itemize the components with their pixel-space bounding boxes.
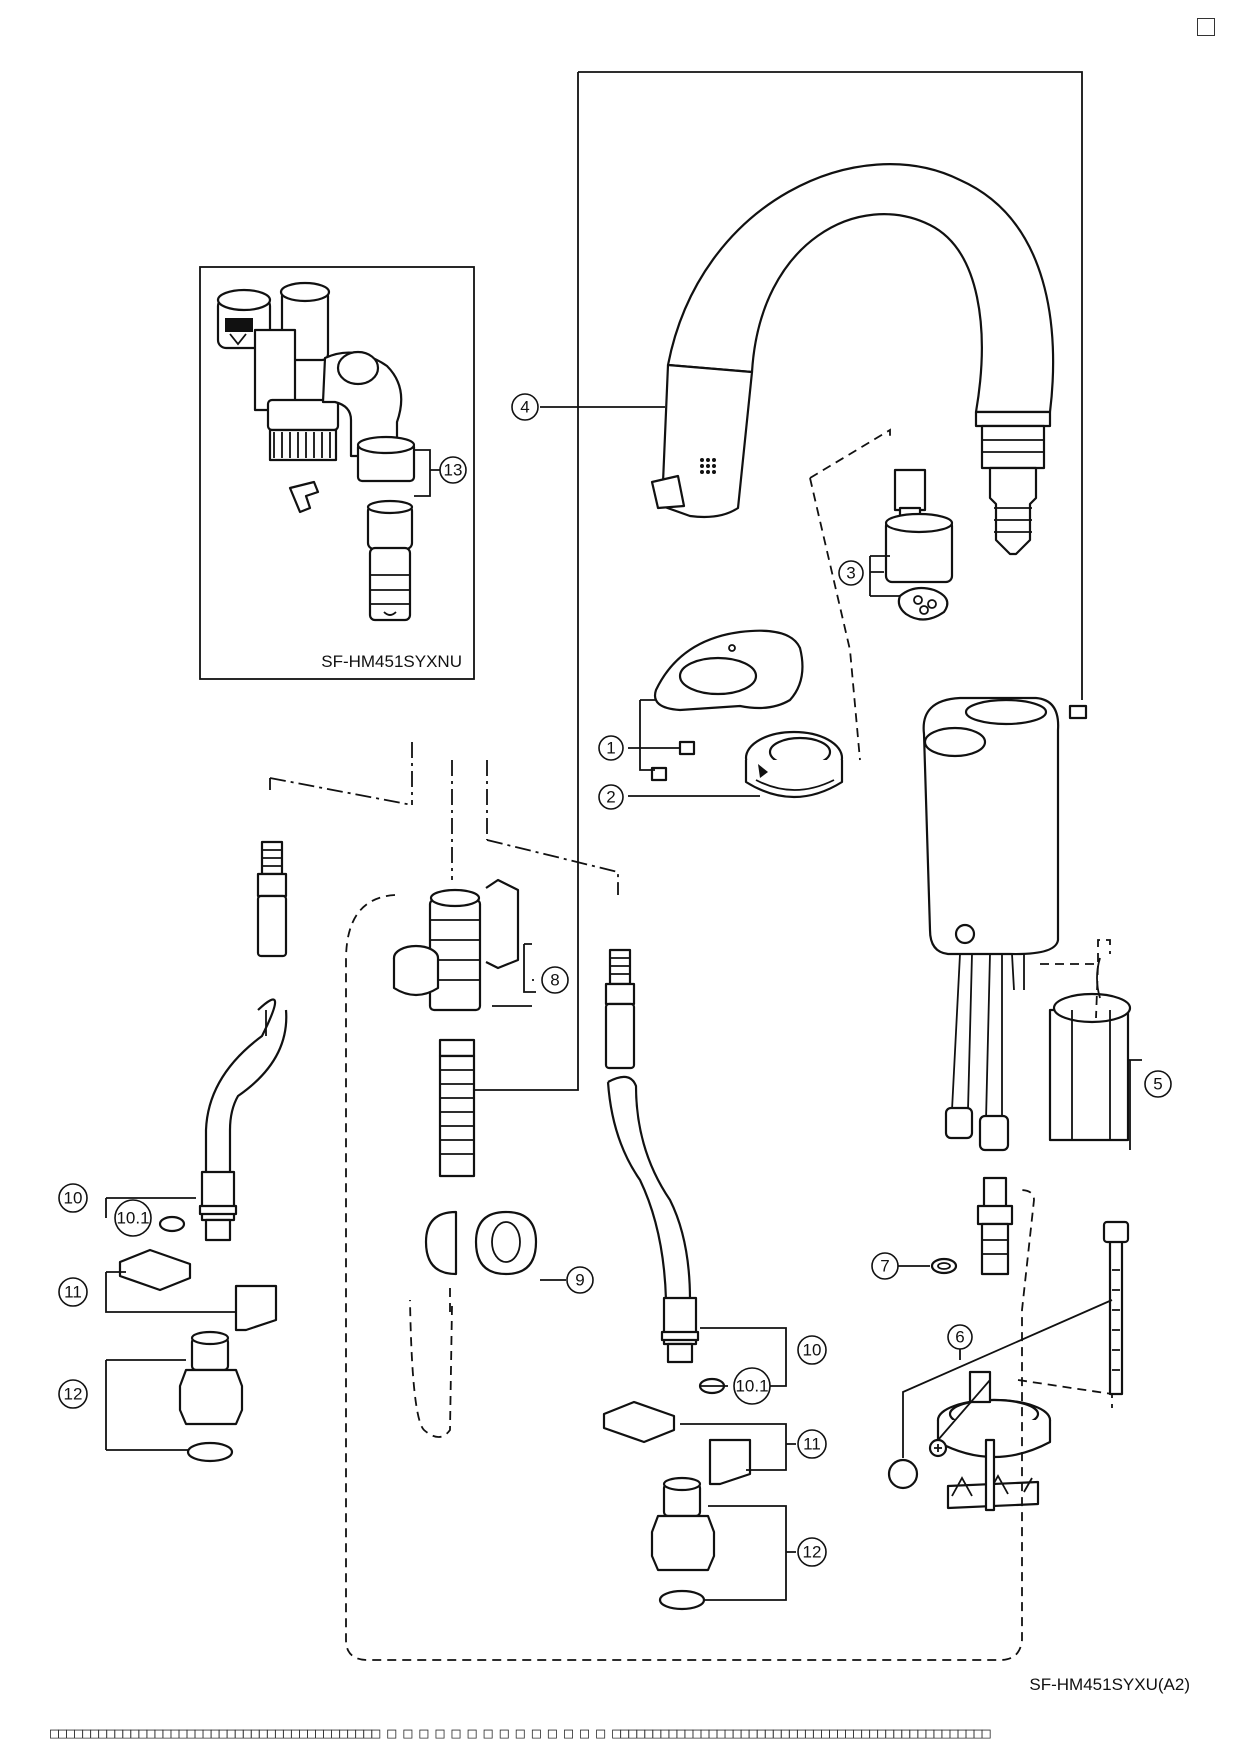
svg-text:12: 12: [64, 1385, 83, 1404]
svg-text:11: 11: [64, 1283, 82, 1302]
svg-text:1: 1: [606, 739, 615, 758]
callout-7: 7: [871, 1252, 899, 1280]
callout-3: 3: [838, 560, 864, 586]
svg-text:11: 11: [803, 1435, 821, 1454]
left-supply-pipe: [105, 840, 288, 1463]
callout-2: 2: [598, 784, 624, 810]
callout-10-1-right: 10.1: [733, 1367, 771, 1405]
svg-text:5: 5: [1153, 1075, 1162, 1094]
callout-12-right: 12: [797, 1537, 827, 1567]
svg-text:6: 6: [955, 1328, 964, 1347]
footer-text: □□□□□□□□□□□□□□□□□□□□□□□□□□□□□□□□□□□□□□□□…: [50, 1724, 991, 1742]
model-number-label: SF-HM451SYXU(A2): [1029, 1675, 1190, 1694]
callout-8: 8: [541, 966, 569, 994]
svg-text:4: 4: [520, 398, 529, 417]
lever-handle: [650, 629, 804, 782]
right-supply-pipe: [602, 948, 796, 1611]
svg-text:2: 2: [606, 788, 615, 807]
inset-panel: SF-HM451SYXNU: [199, 266, 475, 680]
callout-5: 5: [1144, 1070, 1172, 1098]
svg-text:10.1: 10.1: [735, 1377, 768, 1396]
svg-text:7: 7: [880, 1257, 889, 1276]
svg-text:8: 8: [550, 971, 559, 990]
cap-ring: [628, 699, 844, 798]
corner-checkbox: [1197, 18, 1215, 36]
cartridge: [809, 428, 954, 761]
callout-10-1-left: 10.1: [114, 1199, 152, 1237]
callout-9: 9: [566, 1266, 594, 1294]
o-ring-7: [898, 1257, 958, 1275]
shower-hose-adapter: [269, 742, 1035, 1661]
spout-hose-head: [468, 71, 1083, 1091]
svg-text:10.1: 10.1: [116, 1209, 149, 1228]
mounting-bracket: [1040, 939, 1142, 1150]
callout-10-right: 10: [797, 1335, 827, 1365]
callout-11-left: 11: [58, 1277, 88, 1307]
svg-text:12: 12: [803, 1543, 822, 1562]
svg-text:10: 10: [64, 1189, 83, 1208]
svg-text:10: 10: [803, 1341, 822, 1360]
inset-model-label: SF-HM451SYXNU: [321, 652, 462, 671]
callout-6: 6: [947, 1324, 973, 1350]
callout-11-right: 11: [797, 1429, 827, 1459]
svg-text:9: 9: [575, 1271, 584, 1290]
faucet-body: [922, 696, 1088, 1276]
callout-13: 13: [439, 456, 467, 484]
svg-text:13: 13: [444, 461, 463, 480]
callout-4: 4: [511, 393, 539, 421]
callout-12-left: 12: [58, 1379, 88, 1409]
base-assembly: [887, 1220, 1130, 1512]
svg-text:3: 3: [846, 564, 855, 583]
callout-1: 1: [598, 735, 624, 761]
callout-10-left: 10: [58, 1183, 88, 1213]
